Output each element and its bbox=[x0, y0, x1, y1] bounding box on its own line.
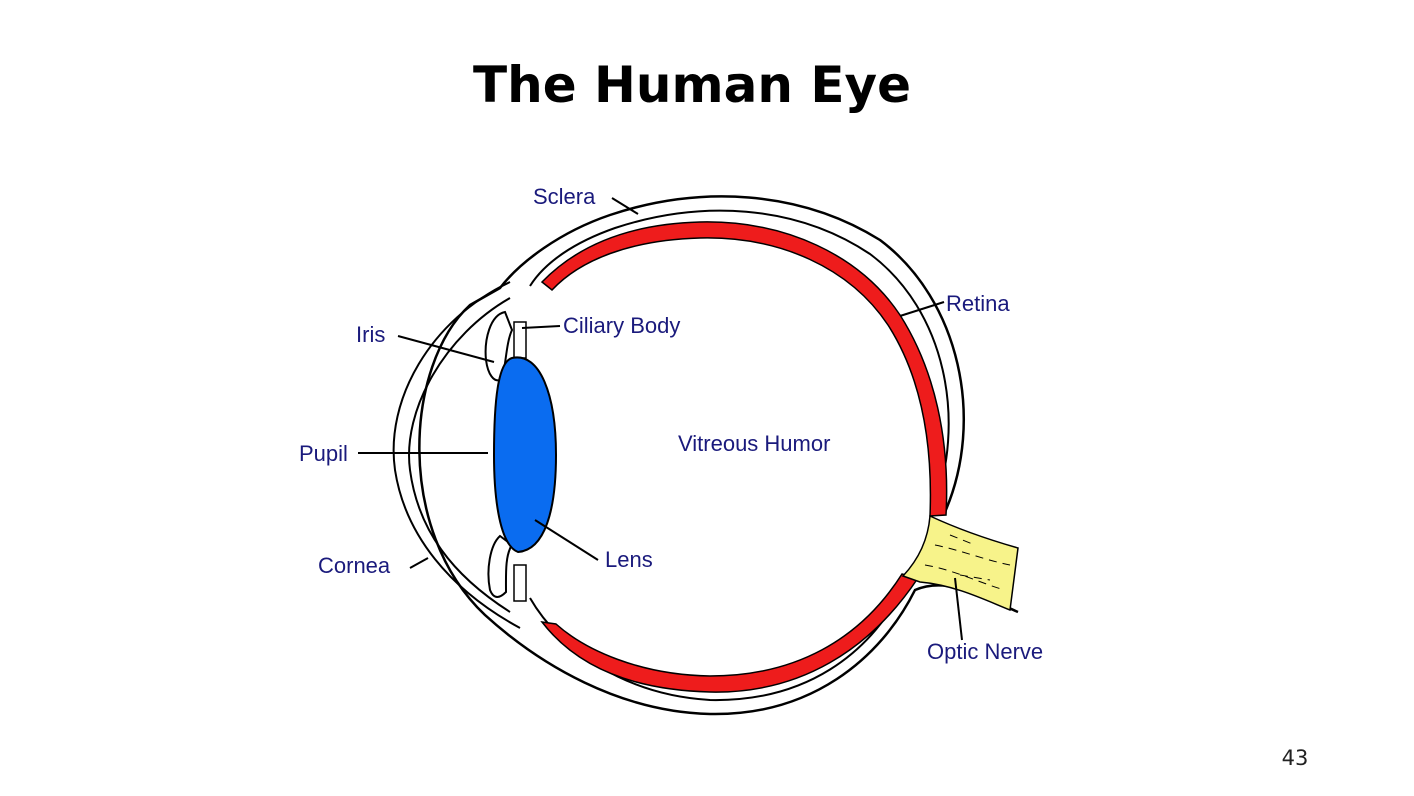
sclera-label: Sclera bbox=[533, 184, 596, 209]
optic-nerve-label: Optic Nerve bbox=[927, 639, 1043, 664]
optic-nerve-fibers bbox=[924, 534, 1011, 591]
retina-label: Retina bbox=[946, 291, 1010, 316]
pupil-label: Pupil bbox=[299, 441, 348, 466]
ciliary-body-label: Ciliary Body bbox=[563, 313, 680, 338]
optic-nerve-shape bbox=[901, 514, 1019, 612]
iris-upper bbox=[484, 310, 514, 382]
lens-leader bbox=[534, 519, 599, 561]
retina-layer-lower bbox=[540, 573, 920, 693]
ciliary-body-leader bbox=[521, 325, 561, 329]
vitreous-humor-label: Vitreous Humor bbox=[678, 431, 830, 456]
iris-label: Iris bbox=[356, 322, 385, 347]
retina-leader bbox=[899, 301, 945, 317]
retina-layer bbox=[540, 221, 948, 517]
cornea-label: Cornea bbox=[318, 553, 391, 578]
cornea-leader bbox=[409, 557, 429, 569]
sclera-outer bbox=[418, 195, 1019, 716]
lens-shape bbox=[492, 356, 558, 554]
cornea-outer bbox=[392, 281, 521, 629]
optic-nerve-leader bbox=[954, 577, 963, 641]
ciliary-body-lower bbox=[513, 564, 527, 602]
iris-lower bbox=[487, 534, 514, 598]
cornea-inner bbox=[408, 297, 511, 613]
slide-title: The Human Eye bbox=[473, 56, 911, 114]
iris-leader bbox=[397, 335, 495, 363]
sclera-leader bbox=[611, 197, 639, 215]
page-number: 43 bbox=[1281, 746, 1309, 770]
lens-label: Lens bbox=[605, 547, 653, 572]
